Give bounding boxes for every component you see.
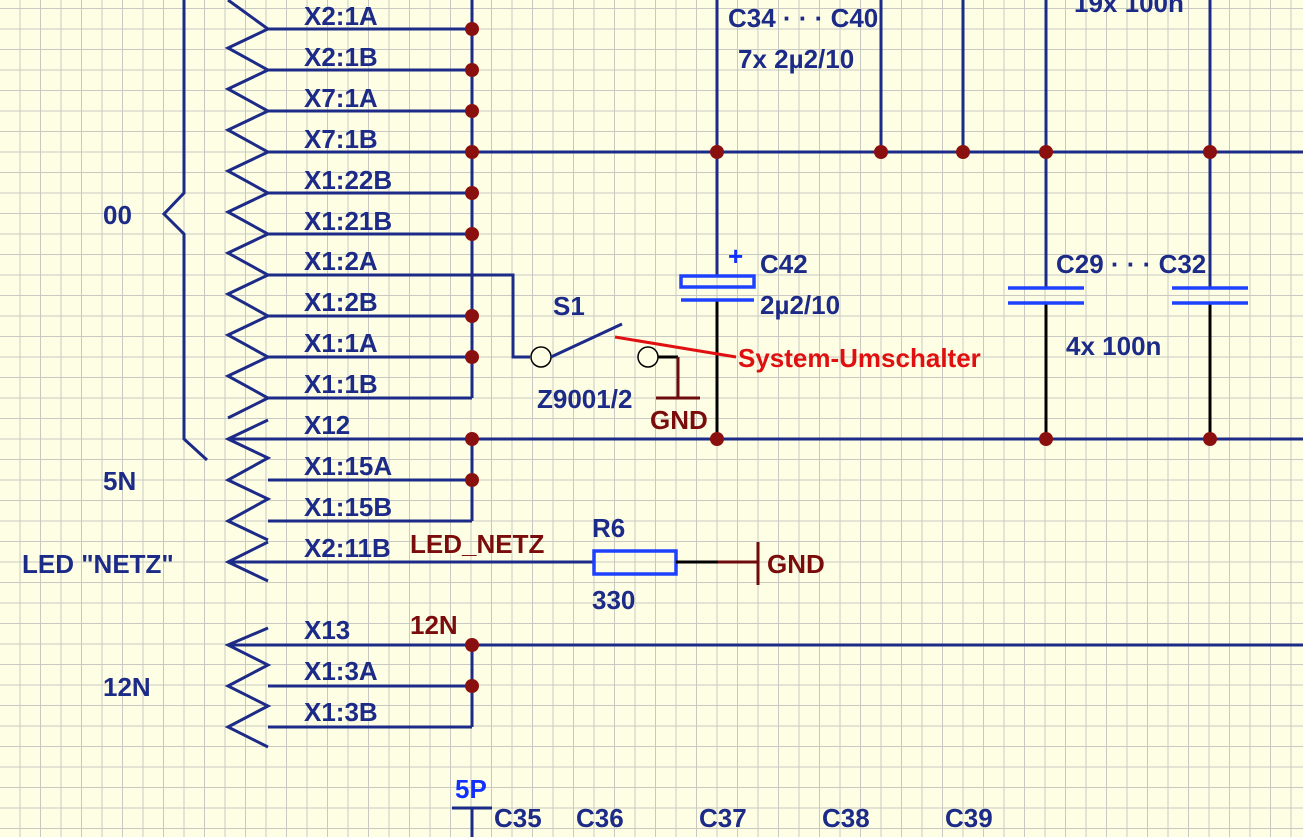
net-label-5p: 5P: [455, 774, 487, 804]
label-c42: C42: [760, 249, 808, 279]
capacitor-c42: [679, 274, 756, 302]
label-bottom-cap: C38: [822, 803, 870, 833]
label-r6: R6: [592, 513, 625, 543]
label-top-right-value: 19x 100n: [1074, 0, 1184, 18]
capacitor-c32: [1172, 286, 1248, 305]
net-labels: LED_NETZ 12N GND GND 5P: [410, 405, 825, 804]
group-label-00: 00: [103, 200, 132, 230]
label-bottom-cap: C36: [576, 803, 624, 833]
connector-label: X2:1A: [304, 1, 378, 31]
label-s1: S1: [553, 291, 585, 321]
junction-dots: [465, 22, 1217, 693]
label-r6-value: 330: [592, 585, 635, 615]
component-labels: C34 · · · C40 7x 2µ2/10 19x 100n + C42 2…: [537, 0, 1206, 615]
group-label-5n: 5N: [103, 466, 136, 496]
capacitor-bank-wires: [715, 0, 1212, 439]
connector-arrows: [224, 0, 272, 749]
net-label-gnd-resistor: GND: [767, 549, 825, 579]
label-c34-c40-value: 7x 2µ2/10: [738, 44, 854, 74]
connector-label: X2:1B: [304, 42, 378, 72]
connector-label: X1:2B: [304, 287, 378, 317]
connector-label: X1:15A: [304, 451, 392, 481]
connector-label: X12: [304, 410, 350, 440]
label-s1-part: Z9001/2: [537, 384, 632, 414]
label-bottom-cap: C39: [945, 803, 993, 833]
label-system-umschalter: System-Umschalter: [738, 343, 981, 373]
net-label-gnd-switch: GND: [650, 405, 708, 435]
group-brace: [161, 0, 209, 462]
connector-label: X1:2A: [304, 246, 378, 276]
resistor-r6: [592, 542, 760, 585]
label-c29-c32: C29 · · · C32: [1056, 249, 1206, 279]
label-c42-value: 2µ2/10: [760, 290, 840, 320]
label-bottom-cap: C37: [699, 803, 747, 833]
capacitor-c29: [1008, 286, 1084, 305]
note-pointer: [614, 335, 737, 359]
label-c42-plus: +: [728, 241, 743, 271]
connector-label: X7:1A: [304, 83, 378, 113]
group-label-12n: 12N: [103, 672, 151, 702]
connector-label: X1:3A: [304, 656, 378, 686]
connector-label: X1:15B: [304, 492, 392, 522]
group-labels: 00 5N LED "NETZ" 12N: [22, 200, 174, 702]
bottom-capacitor-labels: C35 C36 C37 C38 C39: [494, 803, 993, 833]
connector-labels: X2:1A X2:1B X7:1A X7:1B X1:22B X1:21B X1…: [304, 1, 392, 727]
connector-label: X1:1A: [304, 328, 378, 358]
label-bottom-cap: C35: [494, 803, 542, 833]
connector-label: X1:1B: [304, 369, 378, 399]
label-c29-c32-value: 4x 100n: [1066, 331, 1161, 361]
net-label-12n: 12N: [410, 610, 458, 640]
switch-gnd-symbol: [656, 355, 700, 400]
connector-label: X1:21B: [304, 206, 392, 236]
label-c34-c40: C34 · · · C40: [728, 3, 878, 33]
connector-label: X2:11B: [304, 533, 391, 563]
connector-label: X1:3B: [304, 697, 378, 727]
group-label-led-netz: LED "NETZ": [22, 549, 174, 579]
net-label-led-netz: LED_NETZ: [410, 529, 544, 559]
power-5p-symbol: [452, 806, 492, 837]
connector-label: X7:1B: [304, 124, 378, 154]
connector-label: X13: [304, 615, 350, 645]
connector-label: X1:22B: [304, 165, 392, 195]
switch-s1: [530, 322, 659, 368]
